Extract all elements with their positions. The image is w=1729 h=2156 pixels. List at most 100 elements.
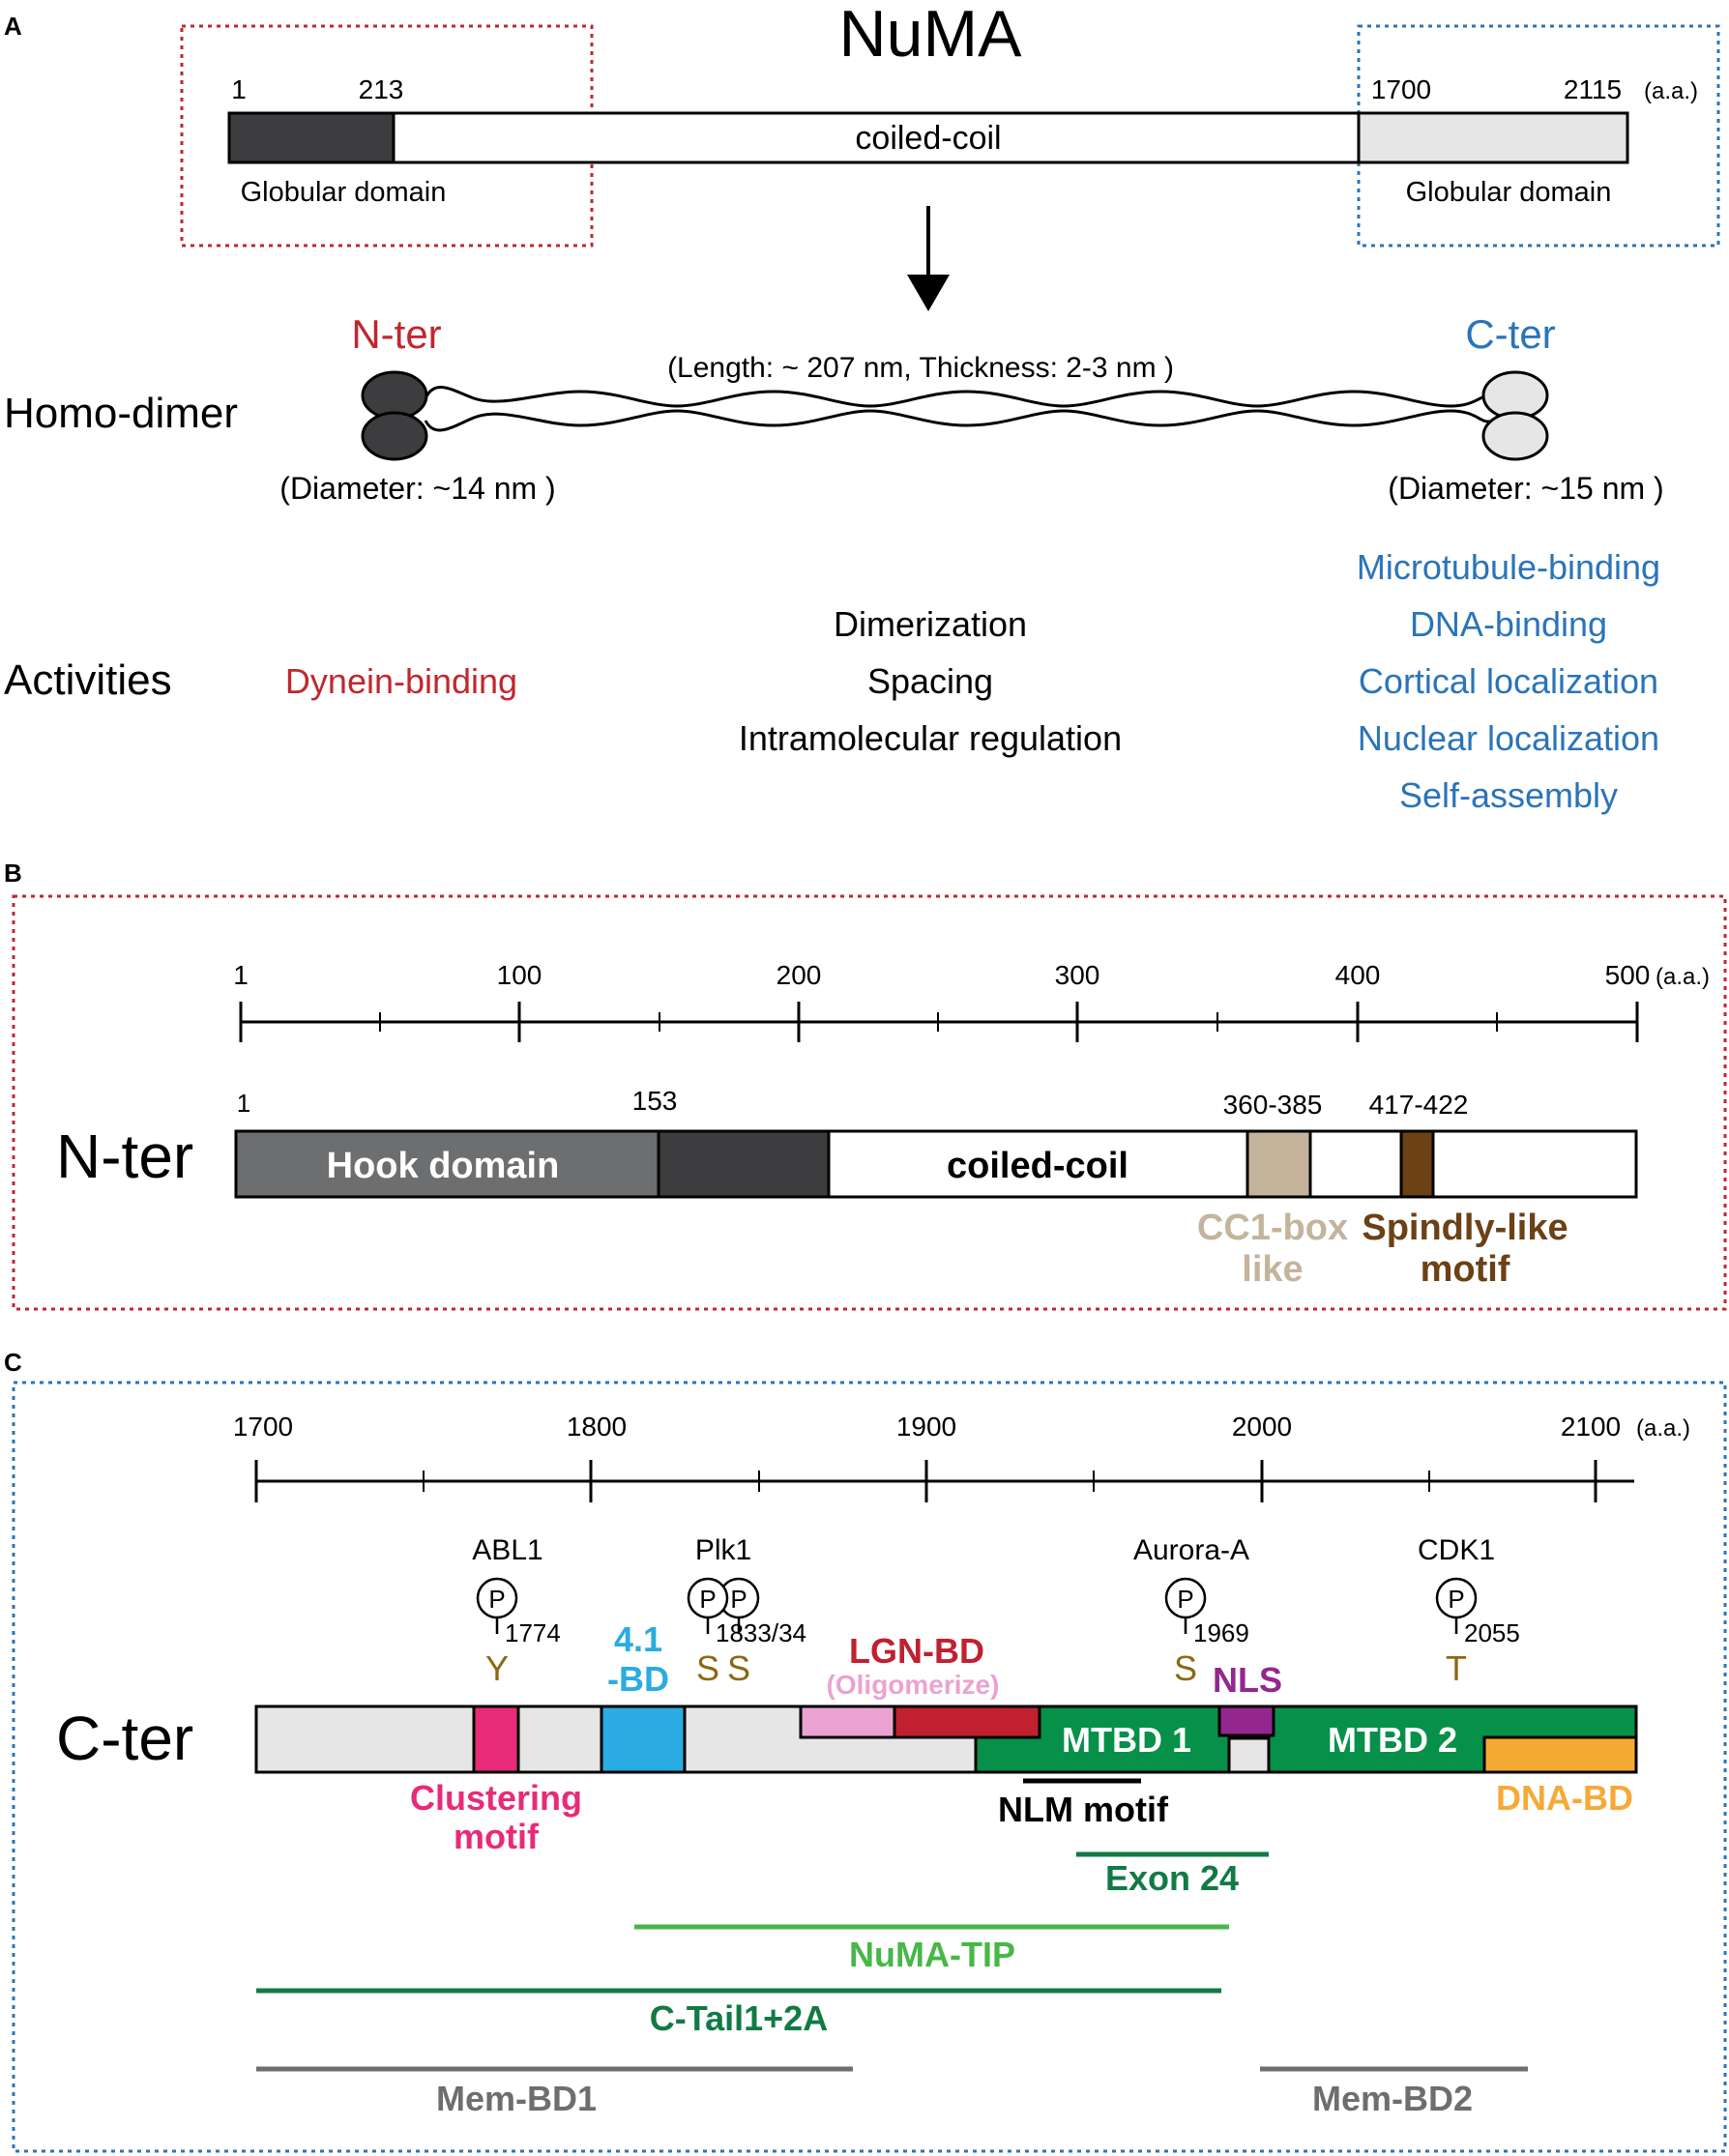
oligomerize-block	[799, 1704, 896, 1739]
p-circle-abl1	[476, 1577, 518, 1619]
activities-label: Activities	[4, 656, 172, 704]
b-spindly-label-2: motif	[1421, 1249, 1510, 1290]
p-label-plk1-a: P	[699, 1585, 716, 1614]
residue-s2: S	[727, 1648, 750, 1688]
p-label-cdk1: P	[1448, 1585, 1464, 1614]
activity-dna: DNA-binding	[1410, 604, 1607, 644]
panel-c-frame	[12, 1381, 1727, 2153]
a-right-domain-label: Globular domain	[1406, 177, 1612, 208]
cter-highlight-box	[1357, 24, 1720, 248]
c-globular-block	[1357, 111, 1629, 164]
membd1-label: Mem-BD1	[436, 2079, 597, 2118]
dna-bd-block	[1482, 1735, 1638, 1774]
a-tick-213: 213	[359, 74, 404, 104]
activity-dynein: Dynein-binding	[285, 661, 517, 701]
b-scale-100: 100	[497, 960, 542, 990]
b-scale-300: 300	[1055, 960, 1100, 990]
dna-bd-label: DNA-BD	[1496, 1778, 1633, 1818]
b-pos-153: 153	[632, 1086, 678, 1116]
b-cc1-label-1: CC1-box	[1197, 1208, 1348, 1248]
p-circle-plk1-a	[687, 1577, 729, 1619]
clustering-label-1: Clustering	[410, 1778, 582, 1818]
oligomerize-label: (Oligomerize)	[827, 1670, 1000, 1700]
n-globular-block	[227, 111, 396, 164]
a-unit: (a.a.)	[1644, 78, 1698, 104]
kinase-cdk1: CDK1	[1418, 1534, 1495, 1566]
site-1969: 1969	[1193, 1618, 1249, 1647]
b-pos-1: 1	[237, 1089, 250, 1118]
site-1833-34: 1833/34	[716, 1618, 806, 1647]
p-circle-aurora	[1164, 1577, 1207, 1619]
membd2-label: Mem-BD2	[1312, 2079, 1473, 2118]
b-unit: (a.a.)	[1656, 964, 1710, 990]
c-scale-1800: 1800	[567, 1412, 627, 1442]
b-cc1-block	[1245, 1129, 1312, 1199]
lgn-bd-block	[893, 1704, 1041, 1739]
b-spindly-block	[1399, 1129, 1435, 1199]
p-label-abl1: P	[488, 1585, 505, 1614]
panel-a-letter: A	[4, 12, 22, 41]
lgn-bd-label: LGN-BD	[849, 1631, 984, 1671]
residue-s3: S	[1174, 1648, 1197, 1688]
a-tick-1: 1	[231, 74, 247, 104]
residue-y: Y	[485, 1648, 509, 1688]
bd41-label-1: 4.1	[614, 1619, 662, 1659]
numa-title: NuMA	[839, 0, 1023, 71]
a-tick-1700: 1700	[1371, 74, 1431, 104]
activity-nuclear: Nuclear localization	[1358, 718, 1659, 758]
panel-b-frame	[12, 894, 1727, 1311]
activity-microtubule: Microtubule-binding	[1357, 547, 1660, 587]
b-spindly-label-1: Spindly-like	[1362, 1208, 1568, 1248]
b-cc1-label-2: like	[1242, 1249, 1303, 1290]
p-label-aurora: P	[1177, 1585, 1193, 1614]
numa-tip-label: NuMA-TIP	[849, 1935, 1015, 1974]
clustering-label-2: motif	[454, 1817, 540, 1856]
activity-spacing: Spacing	[867, 661, 993, 701]
a-cter-label: C-ter	[1465, 311, 1555, 357]
p-circle-cdk1	[1435, 1577, 1478, 1619]
nlm-label: NLM motif	[998, 1790, 1169, 1829]
c-scale-2100: 2100	[1561, 1412, 1621, 1442]
bd41-label-2: -BD	[607, 1659, 669, 1699]
c-scale-2000: 2000	[1232, 1412, 1292, 1442]
b-scale-400: 400	[1335, 960, 1381, 990]
cter-globule-bottom	[1481, 411, 1549, 461]
panel-b-letter: B	[4, 859, 22, 888]
panel-c-letter: C	[4, 1348, 22, 1377]
c-scale-1700: 1700	[233, 1412, 293, 1442]
nls-block	[1217, 1704, 1275, 1737]
homodimer-label: Homo-dimer	[4, 390, 238, 437]
nls-label: NLS	[1213, 1660, 1282, 1700]
site-1774: 1774	[505, 1618, 561, 1647]
a-nter-label: N-ter	[351, 311, 441, 357]
exon24-label: Exon 24	[1105, 1858, 1239, 1898]
bd41-block	[600, 1704, 687, 1774]
a-nter-diameter: (Diameter: ~14 nm )	[279, 471, 555, 506]
phospho-markers	[476, 1577, 1478, 1634]
nter-highlight-box	[180, 24, 594, 248]
b-hook-block	[234, 1129, 660, 1199]
b-scale-200: 200	[777, 960, 822, 990]
activity-self-assembly: Self-assembly	[1399, 775, 1618, 815]
a-left-domain-label: Globular domain	[241, 177, 447, 208]
a-tick-2115: 2115	[1564, 74, 1622, 104]
b-pos-360-385: 360-385	[1223, 1090, 1323, 1120]
ctail-label: C-Tail1+2A	[650, 1998, 828, 2038]
b-scale-1: 1	[233, 960, 249, 990]
clustering-block	[472, 1704, 520, 1774]
c-scale	[254, 1460, 1634, 1502]
b-dark-block	[657, 1129, 831, 1199]
a-cter-diameter: (Diameter: ~15 nm )	[1388, 471, 1663, 506]
residue-s1: S	[696, 1648, 719, 1688]
activity-intramolecular: Intramolecular regulation	[739, 718, 1122, 758]
b-row-label: N-ter	[56, 1122, 193, 1191]
b-pos-417-422: 417-422	[1369, 1090, 1469, 1120]
b-hook-label: Hook domain	[327, 1146, 560, 1186]
c-row-label: C-ter	[56, 1704, 193, 1773]
b-scale-500: 500	[1605, 960, 1651, 990]
activity-cortical: Cortical localization	[1359, 661, 1658, 701]
mtbd-gap-block	[1227, 1736, 1271, 1774]
arrow-head	[907, 275, 950, 311]
b-scale	[239, 1002, 1639, 1042]
